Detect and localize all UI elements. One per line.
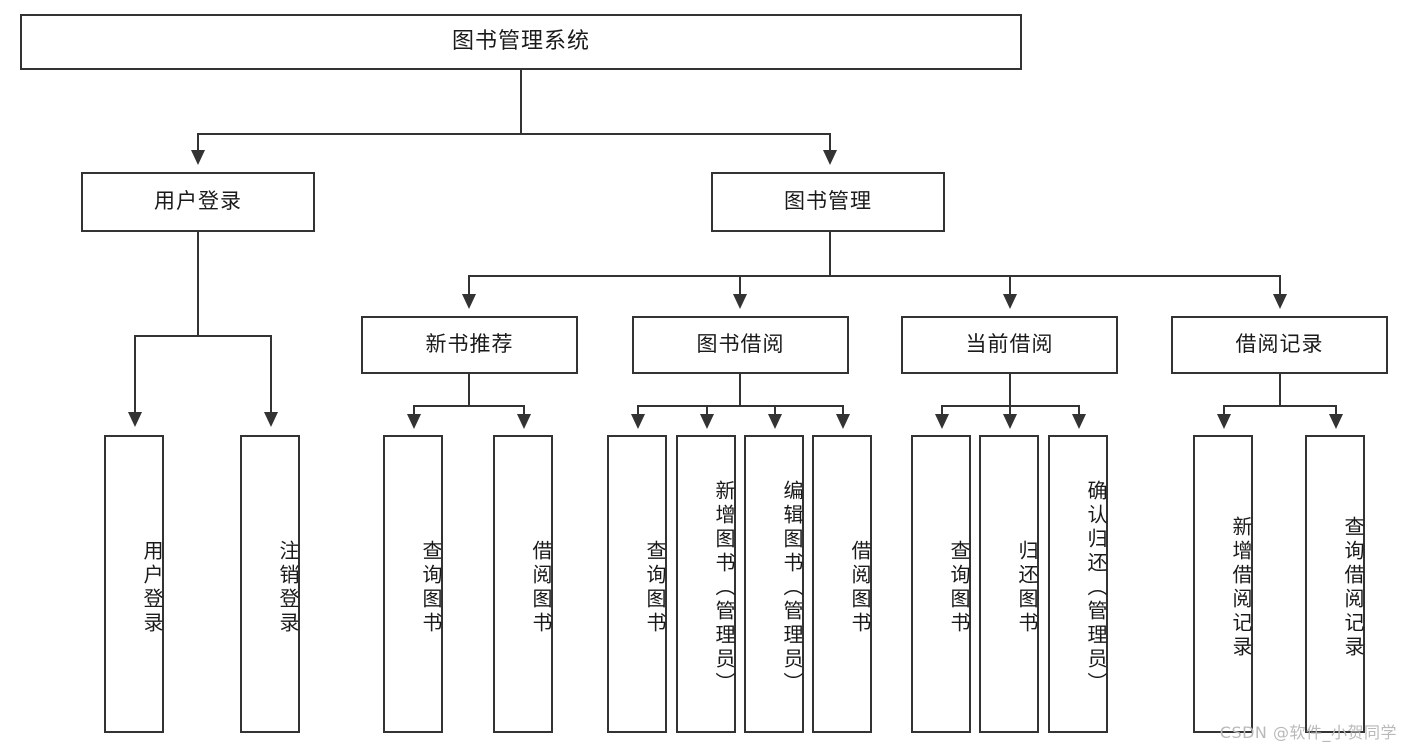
arrow-leaf-return-book — [1003, 414, 1017, 429]
arrow-leaf-borrow-book-a — [517, 414, 531, 429]
leaf-borrow-book[interactable]: 借阅图书 — [812, 435, 872, 733]
leaf-return-book[interactable]: 归还图书 — [979, 435, 1039, 733]
arrow-to-book-borrow — [733, 294, 747, 309]
arrow-leaf-confirm-return — [1072, 414, 1086, 429]
connector-to-book-manage — [829, 133, 831, 153]
connector-borrow-records-drop-1 — [1223, 405, 1225, 417]
connector-user-login-drop-1 — [134, 335, 136, 415]
connector-new-book-drop-1 — [413, 405, 415, 417]
node-book-borrow[interactable]: 图书借阅 — [632, 316, 849, 374]
connector-borrow-records-drop-2 — [1335, 405, 1337, 417]
connector-level3-bus — [468, 275, 1280, 277]
connector-book-borrow-drop-4 — [842, 405, 844, 417]
arrow-to-borrow-records — [1273, 294, 1287, 309]
arrow-leaf-add-record — [1217, 414, 1231, 429]
arrow-to-new-book — [462, 294, 476, 309]
arrow-to-current-borrow — [1003, 294, 1017, 309]
connector-book-manage-stem — [829, 232, 831, 276]
leaf-confirm-return-admin[interactable]: 确认归还（管理员） — [1048, 435, 1108, 733]
arrow-to-book-manage — [823, 150, 837, 165]
node-current-borrow[interactable]: 当前借阅 — [901, 316, 1118, 374]
csdn-watermark: CSDN @软件_小贺同学 — [1219, 723, 1397, 742]
node-user-login[interactable]: 用户登录 — [81, 172, 315, 232]
connector-book-borrow-drop-3 — [774, 405, 776, 417]
node-new-book-recommend[interactable]: 新书推荐 — [361, 316, 578, 374]
connector-new-book-stem — [468, 374, 470, 406]
arrow-leaf-query-record — [1329, 414, 1343, 429]
leaf-query-book-borrow[interactable]: 查询图书 — [607, 435, 667, 733]
connector-to-borrow-records — [1279, 275, 1281, 297]
arrow-leaf-edit-book — [768, 414, 782, 429]
connector-user-login-drop-2 — [270, 335, 272, 415]
connector-user-login-bus — [134, 335, 272, 337]
arrow-leaf-logout — [264, 412, 278, 427]
connector-borrow-records-bus — [1223, 405, 1335, 407]
connector-current-borrow-drop-2 — [1009, 405, 1011, 417]
node-root-system[interactable]: 图书管理系统 — [20, 14, 1022, 70]
node-book-management[interactable]: 图书管理 — [711, 172, 945, 232]
arrow-leaf-query-book-a — [407, 414, 421, 429]
leaf-query-borrow-record[interactable]: 查询借阅记录 — [1305, 435, 1365, 733]
connector-current-borrow-stem — [1009, 374, 1011, 406]
arrow-leaf-borrow-book-b — [836, 414, 850, 429]
node-borrow-records[interactable]: 借阅记录 — [1171, 316, 1388, 374]
connector-book-borrow-bus — [637, 405, 842, 407]
connector-to-current-borrow — [1009, 275, 1011, 297]
connector-book-borrow-stem — [739, 374, 741, 406]
leaf-query-book-new[interactable]: 查询图书 — [383, 435, 443, 733]
arrow-leaf-user-login — [128, 412, 142, 427]
connector-user-login-stem — [197, 232, 199, 336]
leaf-user-login[interactable]: 用户登录 — [104, 435, 164, 733]
connector-new-book-bus — [413, 405, 523, 407]
connector-level2-bus — [197, 133, 831, 135]
leaf-edit-book-admin[interactable]: 编辑图书（管理员） — [744, 435, 804, 733]
leaf-query-book-current[interactable]: 查询图书 — [911, 435, 971, 733]
arrow-leaf-query-book-b — [631, 414, 645, 429]
connector-book-borrow-drop-1 — [637, 405, 639, 417]
connector-to-new-book — [468, 275, 470, 297]
leaf-add-borrow-record[interactable]: 新增借阅记录 — [1193, 435, 1253, 733]
connector-current-borrow-drop-1 — [941, 405, 943, 417]
leaf-add-book-admin[interactable]: 新增图书（管理员） — [676, 435, 736, 733]
connector-borrow-records-stem — [1279, 374, 1281, 406]
arrow-leaf-add-book — [700, 414, 714, 429]
arrow-to-user-login — [191, 150, 205, 165]
connector-new-book-drop-2 — [523, 405, 525, 417]
connector-to-book-borrow — [739, 275, 741, 297]
connector-to-user-login — [197, 133, 199, 153]
connector-book-borrow-drop-2 — [706, 405, 708, 417]
arrow-leaf-query-book-c — [935, 414, 949, 429]
connector-root-stem — [520, 70, 522, 134]
connector-current-borrow-drop-3 — [1078, 405, 1080, 417]
leaf-borrow-book-new[interactable]: 借阅图书 — [493, 435, 553, 733]
leaf-logout[interactable]: 注销登录 — [240, 435, 300, 733]
